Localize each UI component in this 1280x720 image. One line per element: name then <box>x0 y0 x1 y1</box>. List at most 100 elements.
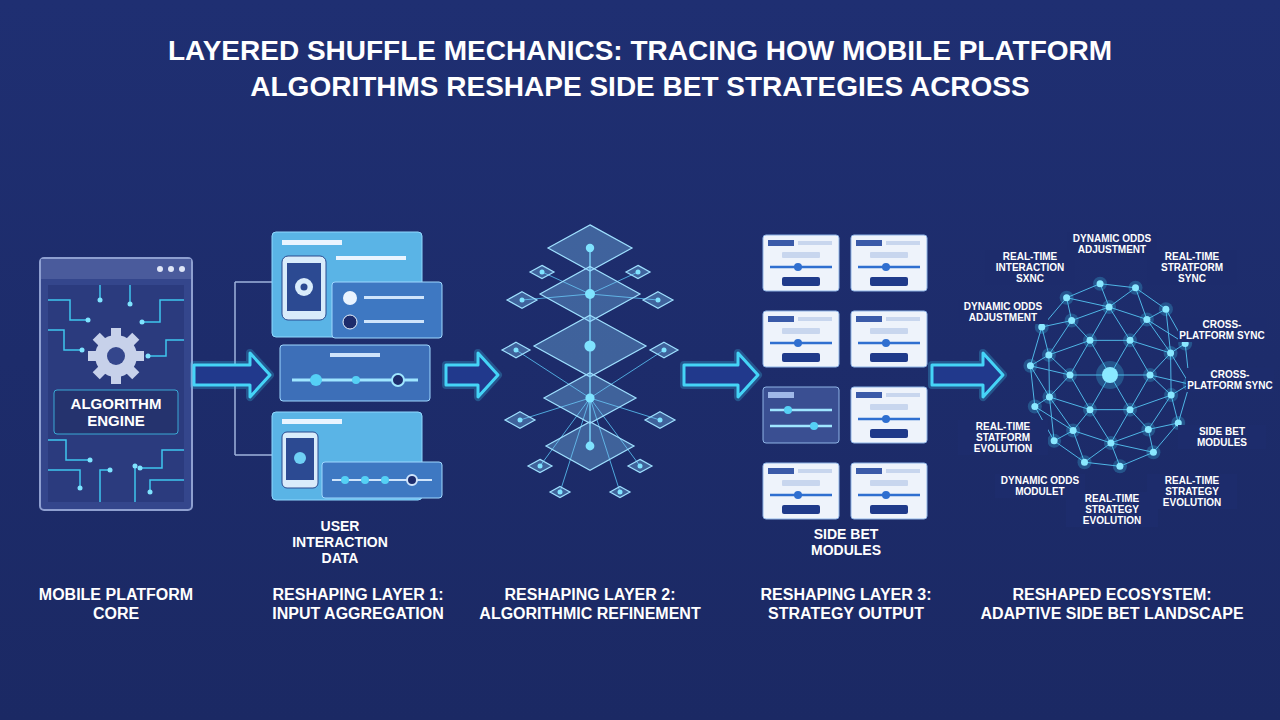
layer-diamond <box>550 487 570 498</box>
network-glow <box>1042 390 1056 404</box>
network-glow <box>1141 422 1155 436</box>
connector-glow <box>446 353 498 397</box>
layer-diamond <box>530 265 554 278</box>
decoration <box>128 302 133 307</box>
network-label: CROSS-PLATFORM SYNC <box>1178 318 1266 342</box>
decoration <box>48 285 184 502</box>
layer-diamond <box>502 342 530 357</box>
layer-diamond <box>548 225 632 271</box>
decoration <box>93 333 140 380</box>
layer-dot <box>618 490 623 495</box>
network-glow <box>1063 368 1077 382</box>
layer-diamond <box>643 292 673 309</box>
network-node <box>1167 350 1174 357</box>
network-node <box>1097 280 1104 287</box>
node-label: SIDE BET MODULES <box>796 526 896 558</box>
network-node <box>1162 306 1169 313</box>
stage-caption: RESHAPING LAYER 3: STRATEGY OUTPUT <box>746 585 946 623</box>
decoration <box>851 235 927 291</box>
decoration <box>286 438 314 480</box>
network-node <box>1070 427 1077 434</box>
network-node <box>1068 317 1075 324</box>
network-node <box>1127 406 1134 413</box>
network-label: DYNAMIC ODDS ADJUSTMENT <box>958 300 1048 324</box>
stage-caption: MOBILE PLATFORM CORE <box>31 585 201 623</box>
decoration <box>235 281 272 283</box>
decoration <box>108 468 113 473</box>
network-glow <box>1066 424 1080 438</box>
network-label: SIDE BET MODULES <box>1178 425 1266 449</box>
network-node <box>1027 362 1034 369</box>
module-stage: SIDE BET MODULESRESHAPING LAYER 3: STRAT… <box>760 232 930 522</box>
network-glow <box>1078 455 1092 469</box>
layer-stack <box>502 225 678 498</box>
refinement-stage: RESHAPING LAYER 2: ALGORITHMIC REFINEMEN… <box>500 215 682 505</box>
network-node <box>1116 463 1123 470</box>
decoration <box>282 432 318 488</box>
network-node <box>1051 437 1058 444</box>
network-glow <box>1065 314 1079 328</box>
decoration <box>280 345 430 401</box>
network-node <box>1045 351 1052 358</box>
decoration <box>322 462 442 498</box>
decoration <box>282 256 326 320</box>
node-label: ALGORITHM ENGINE <box>57 395 175 429</box>
connector-glow <box>194 353 270 397</box>
layer-diamond <box>546 422 634 470</box>
decoration <box>364 296 424 299</box>
network-node <box>1127 337 1134 344</box>
decoration <box>392 374 404 386</box>
decoration <box>381 476 389 484</box>
network-glow <box>1083 333 1097 347</box>
network-label: REAL-TIME STRATFORM SYNC <box>1147 250 1237 285</box>
layer-dot <box>656 298 661 303</box>
layer-diamond <box>540 267 640 322</box>
network-node <box>1132 284 1139 291</box>
network-label: REAL-TIME STRATEGY EVOLUTION <box>1147 474 1237 509</box>
network-label: REAL-TIME STATFORM EVOLUTION <box>958 420 1048 455</box>
node-label: USER INTERACTION DATA <box>285 518 395 566</box>
layer-diamond <box>628 459 652 472</box>
stage-caption: RESHAPED ECOSYSTEM: ADAPTIVE SIDE BET LA… <box>972 585 1252 623</box>
title: LAYERED SHUFFLE MECHANICS: TRACING HOW M… <box>90 33 1190 105</box>
network-node <box>1087 337 1094 344</box>
layer-dot <box>585 289 595 299</box>
layer-dot <box>586 442 595 451</box>
stage-caption: RESHAPING LAYER 1: INPUT AGGREGATION <box>258 585 458 623</box>
network-node <box>1168 392 1175 399</box>
layer-dot <box>540 270 545 275</box>
network-node <box>1145 426 1152 433</box>
network-graph <box>1023 277 1196 474</box>
network-glow <box>1123 333 1137 347</box>
decoration <box>134 466 136 502</box>
decoration <box>93 333 140 380</box>
decoration <box>763 311 839 367</box>
decoration <box>361 476 369 484</box>
decoration <box>332 282 442 338</box>
decoration <box>407 475 417 485</box>
decoration <box>107 347 125 365</box>
input-stage: USER INTERACTION DATARESHAPING LAYER 1: … <box>272 230 444 502</box>
network-node <box>1046 393 1053 400</box>
connector-glow <box>684 353 758 397</box>
flow-arrow <box>194 353 270 397</box>
decoration <box>148 490 153 495</box>
decoration <box>343 315 357 329</box>
decoration <box>310 374 322 386</box>
layer-diamond <box>534 315 646 377</box>
flow-arrow <box>932 353 1003 397</box>
decoration <box>336 256 406 260</box>
network-node <box>1106 304 1113 311</box>
layer-diamond <box>650 342 678 357</box>
network-node <box>1107 439 1114 446</box>
decoration <box>95 335 137 377</box>
network-glow <box>1083 403 1097 417</box>
decoration <box>295 278 313 296</box>
decoration <box>282 419 342 424</box>
network-glow <box>1042 348 1056 362</box>
decoration <box>763 387 839 443</box>
decoration <box>150 480 184 492</box>
network-glow <box>1146 445 1160 459</box>
layer-diamond <box>528 459 552 472</box>
